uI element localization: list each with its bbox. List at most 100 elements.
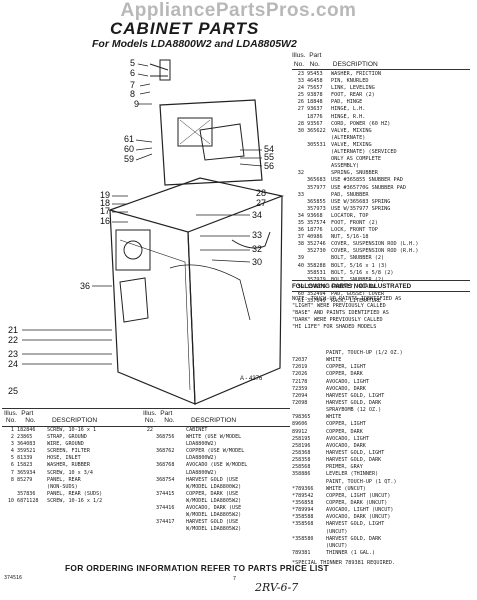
illus-no: 40 — [297, 262, 304, 269]
part-no: 357979 — [307, 276, 326, 283]
part-description: PANEL, REAR — [47, 476, 81, 483]
illus-no: 33 — [297, 78, 304, 85]
part-description-cont: ASSEMBLY) — [331, 163, 360, 170]
bottom-header-left: Illus. Part No. No. DESCRIPTION — [4, 410, 98, 424]
mixing-valve — [115, 229, 151, 271]
illus-no: 4 — [10, 448, 14, 455]
touchup-note: NOTE: TOUCH-UP PAINTS IDENTIFIED AS"LIGH… — [292, 296, 472, 331]
page-subtitle: For Models LDA8800W2 and LDA8805W2 — [92, 38, 297, 50]
part-description: STRAP, GROUND — [47, 434, 87, 441]
right-header-rule — [292, 69, 470, 70]
part-description: SPRING, SNUBBER — [331, 170, 378, 177]
part-description: HINGE, L.H. — [331, 106, 366, 113]
illus-no: 39 — [297, 255, 304, 262]
illus-no: 2 — [10, 434, 14, 441]
callout-28: 28 — [256, 188, 266, 198]
illus-no: 3 — [10, 441, 14, 448]
illus-no: 6 — [10, 462, 14, 469]
part-description: BOLT, 5/16 x 1 (3) — [331, 262, 388, 269]
paint-description: PRIMER, GRAY — [326, 464, 363, 471]
part-no: 359521 — [17, 448, 36, 455]
page-number: 7 — [233, 576, 237, 582]
callout-18: 18 — [100, 198, 110, 208]
illus-no: 25 — [297, 92, 304, 99]
part-no: 81339 — [17, 455, 33, 462]
paint-row: SPRAYBOMB (12 OZ.) — [292, 407, 474, 414]
not-illustrated-heading: FOLLOWING PARTS NOT ILLUSTRATED — [292, 283, 412, 290]
note-line: "HI LIFE" FOR SHADED MODELS — [292, 324, 377, 330]
part-no: 357977 — [307, 184, 326, 191]
illus-no: 8 — [10, 476, 14, 483]
part-no: 95453 — [307, 71, 323, 77]
part-description: FOOT, FRONT (2) — [331, 219, 378, 226]
part-description: COPPER (USE W/MODEL — [186, 448, 245, 455]
callout-36: 36 — [80, 281, 90, 291]
paint-description: HARVEST GOLD, LIGHT — [326, 392, 385, 399]
ordering-footer: FOR ORDERING INFORMATION REFER TO PARTS … — [65, 563, 329, 573]
handwritten-note: 2RV-6-7 — [255, 581, 299, 594]
part-no: 368768 — [156, 462, 175, 469]
part-no: 357836 — [17, 490, 36, 497]
part-description-cont: (ALTERNATE) (SERVICED — [331, 149, 397, 156]
paint-part-no: 258196 — [292, 442, 311, 449]
part-no: 93878 — [307, 92, 323, 99]
callout-labels: 5 6 7 8 9 61 60 59 54 55 56 19 18 17 16 … — [8, 58, 274, 396]
paint-part-no: 798365 — [292, 414, 311, 421]
part-description: PIN, KNURLED — [331, 78, 369, 85]
part-no: 93637 — [307, 106, 323, 113]
part-description: RACK, LITERATURE — [331, 298, 381, 304]
part-description-cont: W/MODEL LDA8805W2) — [186, 497, 242, 504]
part-description: USE W/357977 SPRING — [331, 205, 391, 212]
paint-part-no: 72094 — [292, 392, 308, 399]
part-description: SCREW, 10-16 x 1/2 — [47, 497, 103, 504]
callout-6: 6 — [130, 68, 135, 78]
paint-part-no: 72037 — [292, 357, 308, 364]
illus-no: 5 — [10, 455, 14, 462]
part-no: 357574 — [307, 219, 326, 226]
part-description-cont: (NON-SUDS) — [47, 483, 78, 490]
note-line: "DARK" WERE PREVIOUSLY CALLED — [292, 317, 383, 323]
callout-5: 5 — [130, 58, 135, 68]
callout-8: 8 — [130, 89, 135, 99]
part-description-cont: LDA8800W2) — [186, 455, 217, 462]
callout-7: 7 — [130, 80, 135, 90]
part-description: HARVEST GOLD (USE — [186, 476, 239, 483]
power-cord — [231, 231, 271, 249]
part-no: 18848 — [307, 99, 323, 106]
paint-part-no: 72178 — [292, 378, 308, 385]
paint-part-no: 72026 — [292, 371, 308, 378]
paint-description: LEVELER (THINNER) — [326, 471, 379, 478]
paint-description: THINNER (1 GAL.) — [326, 549, 376, 556]
illus-no: 1 — [10, 427, 14, 433]
part-no: 358288 — [307, 262, 326, 269]
paint-description: COPPER, DARK — [326, 428, 363, 435]
